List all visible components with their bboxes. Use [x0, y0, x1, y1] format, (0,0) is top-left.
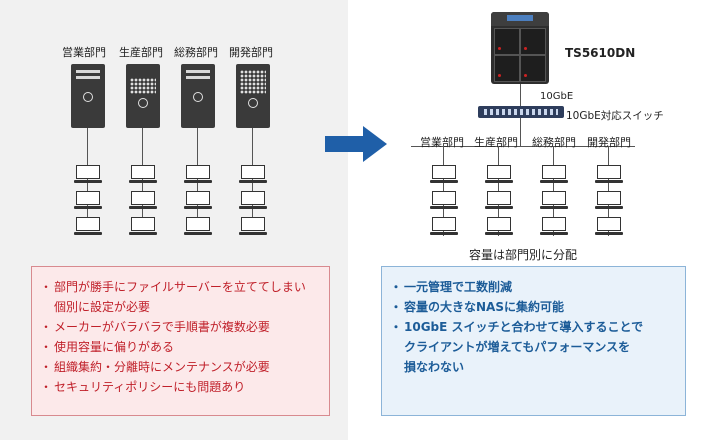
left-dept-label: 営業部門 [62, 46, 106, 59]
server-icon [126, 64, 160, 128]
laptop-icon [129, 217, 157, 237]
right-dept-label: 営業部門 [420, 136, 464, 149]
laptop-icon [129, 165, 157, 185]
laptop-icon [129, 191, 157, 211]
laptop-icon [485, 165, 513, 185]
issue-item: 部門が勝手にファイルサーバーを立ててしまい [40, 277, 317, 297]
switch-label: 10GbE対応スイッチ [566, 110, 664, 122]
left-dept-label: 生産部門 [119, 46, 163, 59]
issue-item-continued: 個別に設定が必要 [54, 300, 151, 314]
issue-item: セキュリティポリシーにも問題あり [40, 377, 317, 397]
right-dept-label: 生産部門 [474, 136, 518, 149]
link-speed-label: 10GbE [540, 91, 574, 102]
switch-icon [478, 106, 564, 118]
laptop-icon [595, 165, 623, 185]
laptop-icon [74, 217, 102, 237]
server-icon [181, 64, 215, 128]
right-dept-label: 総務部門 [532, 136, 576, 149]
nas-model-label: TS5610DN [565, 46, 636, 60]
benefit-item-continued: 損なわない [404, 360, 465, 374]
benefit-item: 一元管理で工数削減 [390, 277, 673, 297]
left-dept-label: 開発部門 [229, 46, 273, 59]
laptop-icon [430, 191, 458, 211]
laptop-icon [540, 165, 568, 185]
issues-box: 部門が勝手にファイルサーバーを立ててしまい 個別に設定が必要 メーカーがバラバラ… [31, 266, 330, 416]
issue-item: 組織集約・分離時にメンテナンスが必要 [40, 357, 317, 377]
left-dept-label: 総務部門 [174, 46, 218, 59]
laptop-icon [239, 217, 267, 237]
laptop-icon [595, 217, 623, 237]
server-icon [71, 64, 105, 128]
right-arrow-icon [325, 126, 387, 162]
benefits-box: 一元管理で工数削減 容量の大きなNASに集約可能 10GbE スイッチと合わせて… [381, 266, 686, 416]
laptop-icon [74, 191, 102, 211]
right-dept-label: 開発部門 [587, 136, 631, 149]
laptop-icon [595, 191, 623, 211]
issue-item: 使用容量に偏りがある [40, 337, 317, 357]
laptop-icon [430, 217, 458, 237]
laptop-icon [485, 217, 513, 237]
laptop-icon [74, 165, 102, 185]
laptop-icon [184, 217, 212, 237]
laptop-icon [540, 217, 568, 237]
laptop-icon [184, 165, 212, 185]
laptop-icon [540, 191, 568, 211]
server-icon [236, 64, 270, 128]
benefit-item: 容量の大きなNASに集約可能 [390, 297, 673, 317]
benefit-item: 10GbE スイッチと合わせて導入することで [390, 317, 673, 337]
laptop-icon [485, 191, 513, 211]
laptop-icon [239, 191, 267, 211]
laptop-icon [184, 191, 212, 211]
benefit-item-continued: クライアントが増えてもパフォーマンスを [404, 340, 631, 354]
laptop-icon [430, 165, 458, 185]
capacity-note: 容量は部門別に分配 [469, 248, 578, 262]
nas-icon [491, 12, 549, 84]
issue-item: メーカーがバラバラで手順書が複数必要 [40, 317, 317, 337]
laptop-icon [239, 165, 267, 185]
